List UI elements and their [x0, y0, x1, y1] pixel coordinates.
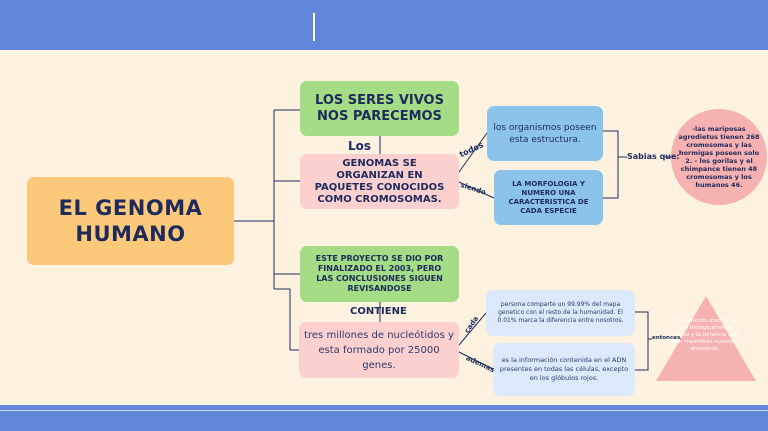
connector-contiene: CONTIENE — [350, 306, 407, 317]
node-genomas: GENOMAS SE ORGANIZAN EN PAQUETES CONOCID… — [300, 154, 459, 209]
bottom-banner-line — [0, 410, 768, 411]
main-title-node: EL GENOMA HUMANO — [27, 177, 234, 265]
node-proyecto: ESTE PROYECTO SE DIO POR FINALIZADO EL 2… — [300, 246, 459, 302]
bracket-entonces — [635, 311, 649, 371]
line-cada — [458, 312, 487, 346]
node-organismos: los organismos poseen esta estructura. — [487, 106, 603, 161]
triangle-node — [656, 296, 756, 381]
node-persona: persona comparte un 99.99% del mapa gene… — [486, 290, 635, 336]
node-morfologia: LA MORFOLOGIA Y NUMERO UNA CARACTERISTIC… — [494, 170, 603, 225]
line-to-nucleotidos — [274, 288, 299, 351]
line-ademas — [458, 351, 494, 370]
banner-divider — [313, 13, 315, 41]
connector-entonces: entonces — [652, 335, 681, 341]
bottom-banner — [0, 405, 768, 431]
node-mariposas: -las mariposas agrodietus tienen 268 cro… — [671, 109, 767, 205]
top-banner — [0, 0, 768, 50]
triangle-node-text: Esta inscrito inscrito lo que biologicam… — [671, 318, 739, 352]
line-todos — [458, 132, 488, 173]
connector-los: Los — [348, 139, 372, 153]
line-siendo — [458, 181, 495, 199]
node-seres-vivos: LOS SERES VIVOS NOS PARECEMOS — [300, 81, 459, 136]
node-nucleotidos: tres millones de nucleótidos y esta form… — [299, 322, 459, 378]
bracket-sabias — [603, 130, 619, 199]
connector-sabias: Sabias que: — [627, 152, 680, 161]
node-informacion: es la información contenida en el ADN pr… — [493, 343, 635, 396]
